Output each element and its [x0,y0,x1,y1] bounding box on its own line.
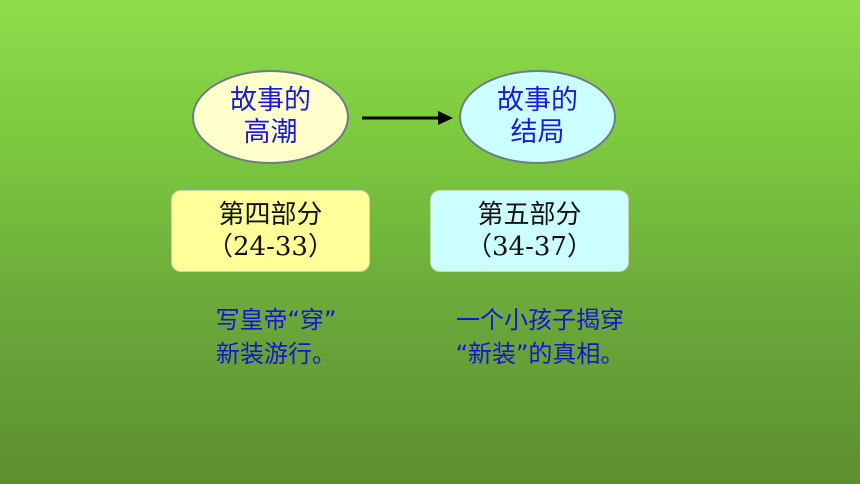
part-five-title: 第五部分 [477,199,582,230]
story-ending-oval: 故事的 结局 [459,70,616,164]
climax-line-2: 高潮 [243,117,298,148]
part-five-box: 第五部分 （34-37） [430,190,629,272]
part-four-desc-line-2: 新装游行。 [216,339,336,368]
part-four-description: 写皇帝“穿” 新装游行。 [186,304,366,371]
part-four-range: （24-33） [207,232,334,262]
arrow-right-icon [362,111,453,125]
part-five-description: 一个小孩子揭穿 “新装”的真相。 [420,304,660,371]
ending-line-2: 结局 [510,117,565,148]
part-four-desc-line-1: 写皇帝“穿” [215,306,337,334]
ending-line-1: 故事的 [497,84,578,116]
climax-line-1: 故事的 [230,84,311,116]
part-five-desc-line-1: 一个小孩子揭穿 [456,306,624,334]
part-four-title: 第四部分 [218,199,323,230]
part-five-range: （34-37） [466,232,593,262]
story-climax-oval: 故事的 高潮 [192,70,349,164]
part-five-desc-line-2: “新装”的真相。 [455,339,625,368]
part-four-box: 第四部分 （24-33） [171,190,370,272]
